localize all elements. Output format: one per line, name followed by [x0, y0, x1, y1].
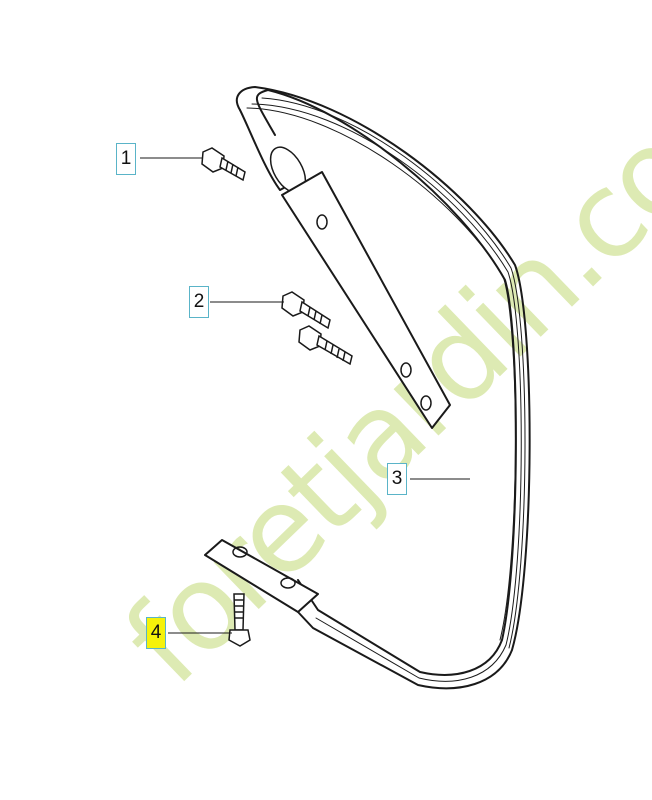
bolt-part-2-upper	[281, 291, 331, 330]
callout-label-4: 4	[150, 622, 162, 643]
leader-lines	[140, 157, 470, 634]
bolt-part-2-lower	[298, 325, 353, 366]
callout-3: 3	[387, 463, 407, 495]
svg-text:foretjardin.com: foretjardin.com	[99, 26, 652, 710]
callout-1: 1	[116, 143, 136, 175]
handle-bar	[204, 86, 531, 690]
callout-label-3: 3	[391, 468, 403, 489]
callout-4: 4	[146, 617, 166, 649]
callout-label-2: 2	[193, 291, 205, 312]
watermark-logo: foretjardin.com	[99, 26, 652, 710]
bolt-part-1	[201, 147, 246, 182]
callout-label-1: 1	[120, 148, 132, 169]
callout-2: 2	[189, 286, 209, 318]
bolt-part-4	[228, 593, 251, 647]
